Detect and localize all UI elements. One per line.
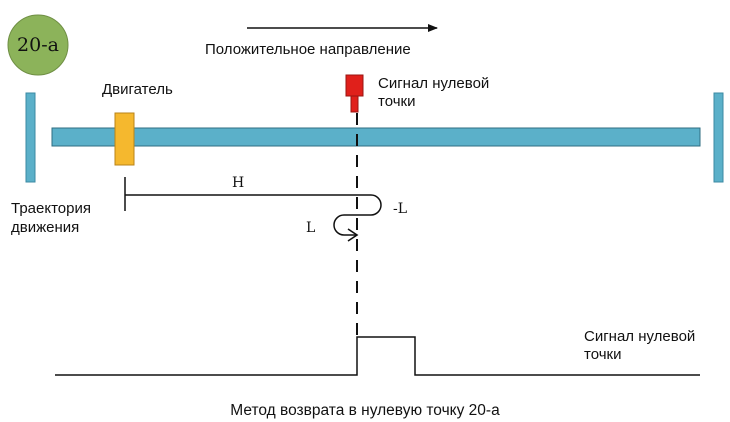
left-limit-stop — [25, 92, 36, 183]
motor-block — [114, 112, 135, 166]
positive-direction: Положительное направление — [205, 24, 438, 58]
trajectory-label-line2: движения — [11, 219, 79, 236]
sensor-label-line1: Сигнал нулевой — [378, 75, 489, 92]
diagram-caption: Метод возврата в нулевую точку 20-a — [230, 402, 500, 419]
low-speed-arrowhead — [347, 228, 359, 242]
rail — [51, 127, 701, 147]
zero-signal-pulse — [55, 336, 700, 376]
zero-signal-waveform: Сигнал нулевой точки — [55, 328, 700, 376]
zero-point-sensor: Сигнал нулевой точки — [345, 74, 489, 113]
signal-label-line2: точки — [584, 346, 621, 363]
sensor-label-line2: точки — [378, 93, 415, 110]
low-speed-label: L — [306, 220, 315, 236]
trajectory-label-line1: Траектория — [11, 200, 91, 217]
signal-label-line1: Сигнал нулевой — [584, 328, 695, 345]
motor-label: Двигатель — [102, 81, 173, 98]
motor: Двигатель — [102, 81, 173, 166]
right-limit-stop — [713, 92, 724, 183]
sensor-stem — [350, 95, 359, 113]
high-speed-label: H — [232, 175, 244, 191]
sensor-head — [345, 74, 364, 97]
reverse-loop-path — [333, 194, 382, 236]
method-badge: 20-a — [7, 14, 69, 76]
method-badge-circle — [7, 14, 69, 76]
positive-direction-label: Положительное направление — [205, 41, 411, 58]
method-badge-label: 20-a — [17, 34, 59, 56]
reverse-low-speed-label: -L — [393, 201, 407, 217]
motion-trajectory: Траектория движения H -L L — [11, 175, 407, 242]
